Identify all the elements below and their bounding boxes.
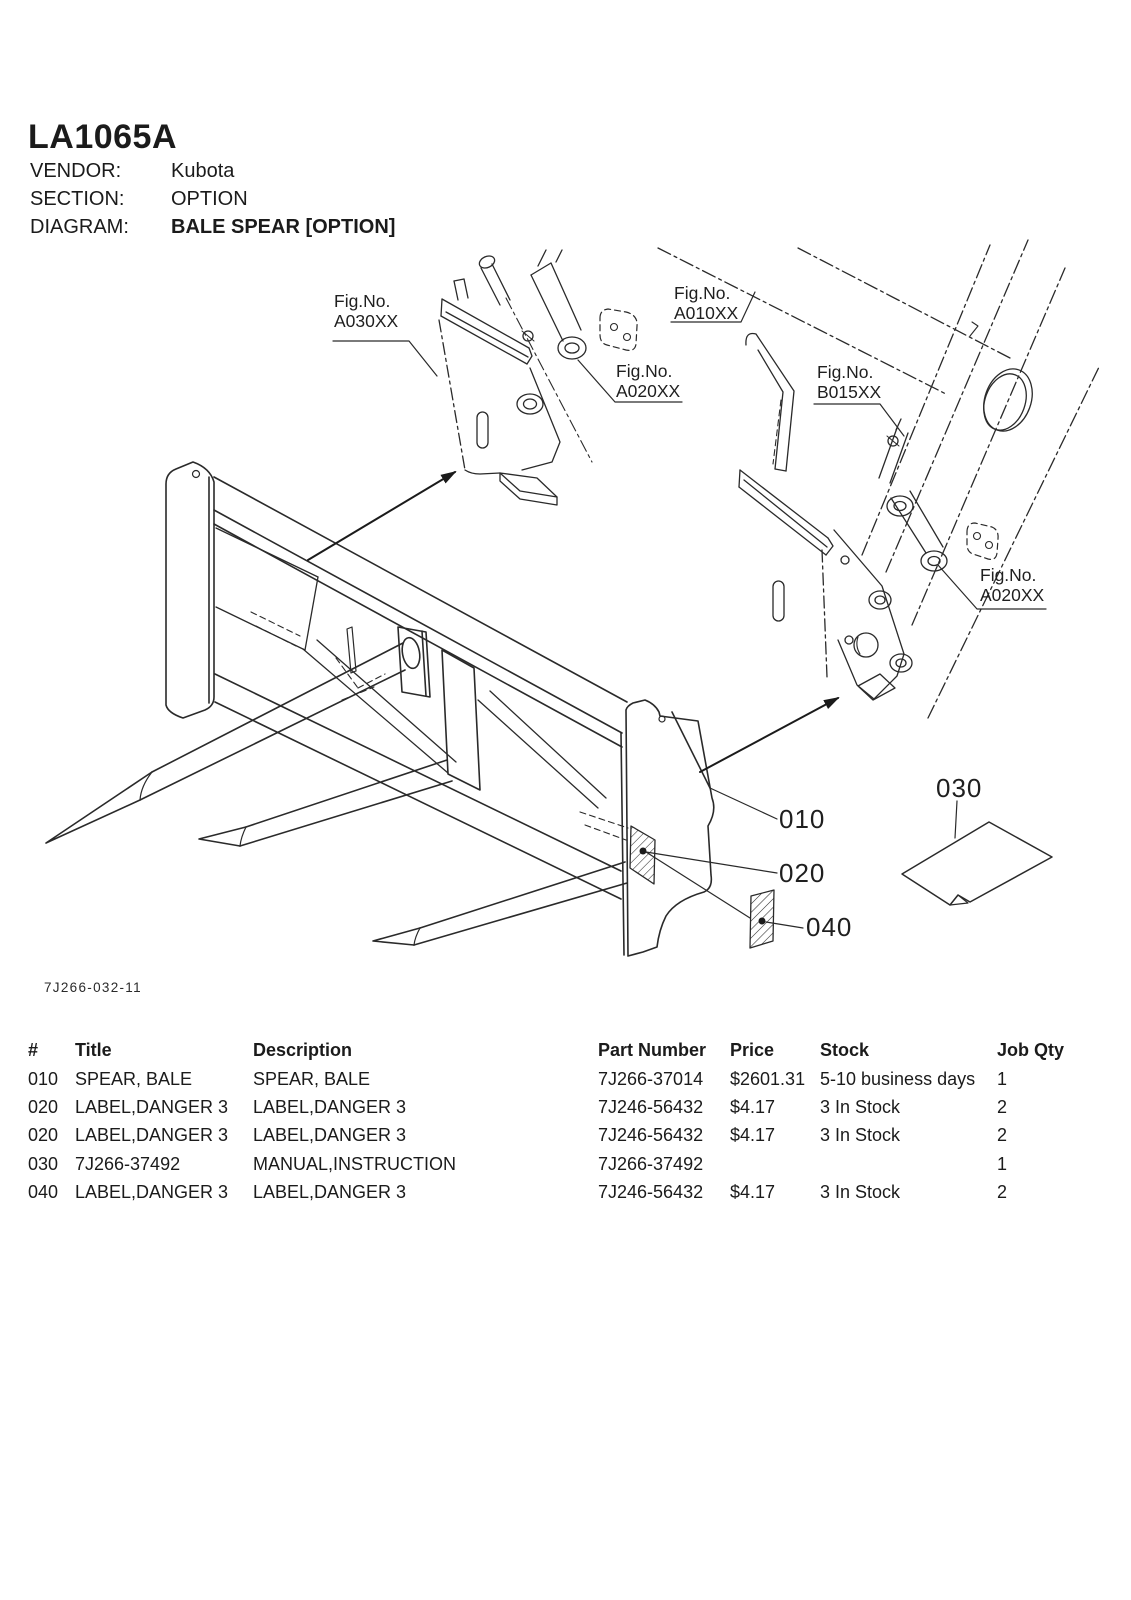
- diagram-label: DIAGRAM:: [30, 216, 129, 238]
- callout-010: 010: [779, 804, 826, 834]
- drawing-number: 7J266-032-11: [44, 980, 142, 995]
- table-row: 030 7J266-37492 MANUAL,INSTRUCTION 7J266…: [0, 1154, 1131, 1180]
- page-title: LA1065A: [28, 118, 178, 156]
- cell-desc: LABEL,DANGER 3: [253, 1125, 407, 1145]
- cell-num: 020: [28, 1125, 59, 1145]
- cell-part: 7J246-56432: [598, 1125, 704, 1145]
- cell-qty: 1: [997, 1154, 1008, 1174]
- fig-prefix: Fig.No.: [817, 362, 874, 382]
- table-row: 040 LABEL,DANGER 3 LABEL,DANGER 3 7J246-…: [0, 1182, 1131, 1208]
- vendor-value: Kubota: [171, 160, 235, 182]
- cell-title: LABEL,DANGER 3: [75, 1097, 229, 1117]
- parts-table-header: # Title Description Part Number Price St…: [0, 1040, 1131, 1066]
- fig-callout-a020xx-right: Fig.No. A020XX: [980, 565, 1044, 605]
- cell-qty: 2: [997, 1182, 1008, 1202]
- col-num: #: [28, 1040, 39, 1060]
- cell-num: 010: [28, 1069, 59, 1089]
- fig-code: A030XX: [334, 311, 399, 331]
- callout-040: 040: [806, 912, 853, 942]
- cell-title: LABEL,DANGER 3: [75, 1182, 229, 1202]
- callout-020: 020: [779, 858, 826, 888]
- cell-price: $4.17: [730, 1097, 776, 1117]
- table-row: 020 LABEL,DANGER 3 LABEL,DANGER 3 7J246-…: [0, 1097, 1131, 1123]
- callout-030: 030: [936, 773, 983, 803]
- fig-callout-a010xx: Fig.No. A010XX: [674, 283, 738, 323]
- callout-leaders: [333, 292, 1046, 928]
- vendor-label: VENDOR:: [30, 160, 122, 182]
- cell-part: 7J266-37014: [598, 1069, 704, 1089]
- cell-title: LABEL,DANGER 3: [75, 1125, 229, 1145]
- cell-title: SPEAR, BALE: [75, 1069, 193, 1089]
- fig-callout-b015xx: Fig.No. B015XX: [817, 362, 881, 402]
- bale-spear-frame: [46, 462, 714, 956]
- cell-desc: MANUAL,INSTRUCTION: [253, 1154, 457, 1174]
- table-row: 020 LABEL,DANGER 3 LABEL,DANGER 3 7J246-…: [0, 1125, 1131, 1151]
- fig-code: B015XX: [817, 382, 882, 402]
- handle-lever: [746, 333, 794, 471]
- cell-stock: 5-10 business days: [820, 1069, 976, 1089]
- loader-arm-phantom: [658, 240, 1100, 718]
- diagram-value: BALE SPEAR [OPTION]: [171, 216, 396, 238]
- cell-desc: LABEL,DANGER 3: [253, 1182, 407, 1202]
- cell-qty: 2: [997, 1125, 1008, 1145]
- fig-callout-a020xx-left: Fig.No. A020XX: [616, 361, 680, 401]
- cell-part: 7J246-56432: [598, 1182, 704, 1202]
- right-mount-bracket: [739, 333, 998, 700]
- col-qty: Job Qty: [997, 1040, 1065, 1060]
- fig-prefix: Fig.No.: [980, 565, 1037, 585]
- fig-callout-a030xx: Fig.No. A030XX: [334, 291, 398, 331]
- section-label: SECTION:: [30, 188, 125, 210]
- cell-part: 7J246-56432: [598, 1097, 704, 1117]
- cell-num: 020: [28, 1097, 59, 1117]
- fig-code: A020XX: [616, 381, 681, 401]
- cell-num: 040: [28, 1182, 59, 1202]
- col-title: Title: [75, 1040, 112, 1060]
- fig-prefix: Fig.No.: [616, 361, 673, 381]
- fig-prefix: Fig.No.: [334, 291, 391, 311]
- instruction-manual-icon: [902, 822, 1052, 905]
- fig-code: A010XX: [674, 303, 739, 323]
- col-price: Price: [730, 1040, 775, 1060]
- cell-part: 7J266-37492: [598, 1154, 704, 1174]
- cell-stock: 3 In Stock: [820, 1125, 901, 1145]
- cell-price: $4.17: [730, 1182, 776, 1202]
- cell-qty: 2: [997, 1097, 1008, 1117]
- cell-stock: 3 In Stock: [820, 1182, 901, 1202]
- section-value: OPTION: [171, 188, 248, 210]
- cell-stock: 3 In Stock: [820, 1097, 901, 1117]
- install-arrows: [308, 470, 840, 772]
- col-stock: Stock: [820, 1040, 870, 1060]
- cell-desc: LABEL,DANGER 3: [253, 1097, 407, 1117]
- left-mount-bracket: [439, 250, 637, 505]
- fig-code: A020XX: [980, 585, 1045, 605]
- cell-desc: SPEAR, BALE: [253, 1069, 371, 1089]
- danger-label-patches: [630, 826, 774, 948]
- table-row: 010 SPEAR, BALE SPEAR, BALE 7J266-37014 …: [0, 1069, 1131, 1095]
- fig-prefix: Fig.No.: [674, 283, 731, 303]
- cell-qty: 1: [997, 1069, 1008, 1089]
- cell-price: $2601.31: [730, 1069, 806, 1089]
- col-desc: Description: [253, 1040, 353, 1060]
- cell-price: $4.17: [730, 1125, 776, 1145]
- cell-title: 7J266-37492: [75, 1154, 181, 1174]
- col-part: Part Number: [598, 1040, 707, 1060]
- cell-num: 030: [28, 1154, 59, 1174]
